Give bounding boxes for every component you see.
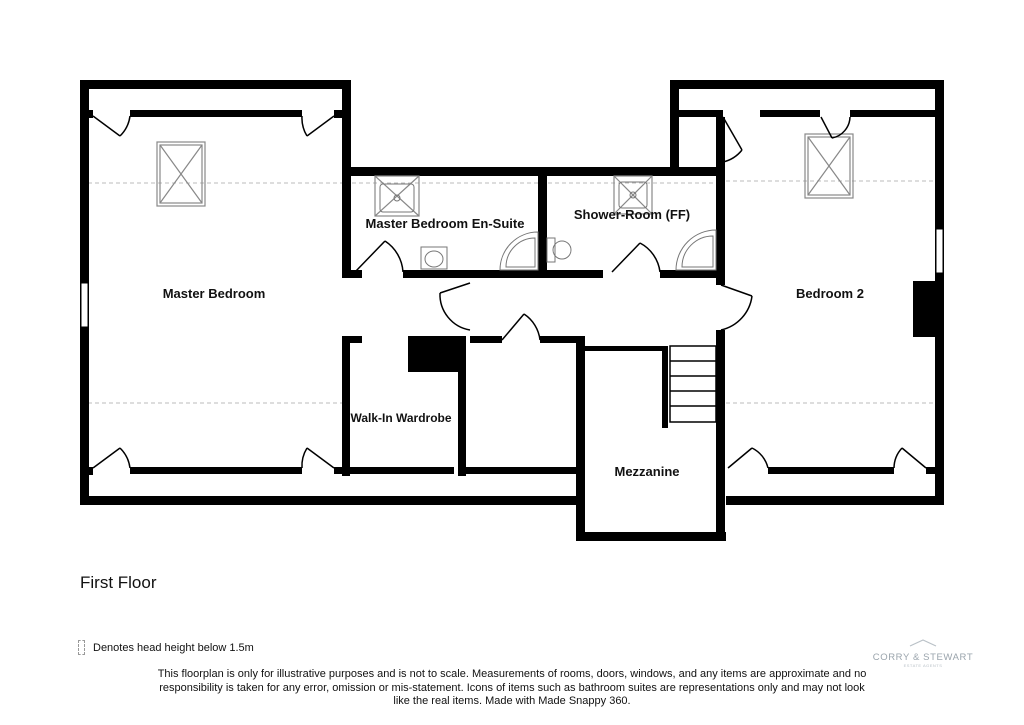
room-label-mezzanine: Mezzanine xyxy=(614,464,679,479)
skylight-icon xyxy=(156,141,206,207)
door-master-top-left xyxy=(92,115,131,137)
brand-name: CORRY & STEWART xyxy=(872,652,974,663)
door-shower-room xyxy=(611,242,661,273)
door-master-top-right xyxy=(301,115,335,137)
shower-tray-icon xyxy=(675,229,717,271)
head-height-lines xyxy=(88,180,936,404)
window-west-master xyxy=(80,282,89,328)
room-label-shower-room: Shower-Room (FF) xyxy=(574,207,690,222)
sink-icon xyxy=(420,246,448,270)
floor-plan: Master Bedroom Master Bedroom En-Suite S… xyxy=(80,80,944,541)
door-wardrobe xyxy=(501,313,541,341)
legend-text: Denotes head height below 1.5m xyxy=(93,641,254,654)
door-bedroom2 xyxy=(720,284,753,331)
disclaimer: This floorplan is only for illustrative … xyxy=(157,668,867,707)
head-height-swatch-icon xyxy=(78,640,85,655)
brand-sub: ESTATE AGENTS xyxy=(903,663,943,668)
doors xyxy=(92,115,927,469)
door-ensuite xyxy=(354,240,404,273)
door-landing xyxy=(439,282,471,331)
bathroom-fixtures xyxy=(379,181,717,271)
door-bedroom2-bottom-right xyxy=(893,447,927,469)
room-label-ensuite: Master Bedroom En-Suite xyxy=(366,216,525,231)
shower-tray-icon xyxy=(499,231,539,271)
legend: Denotes head height below 1.5m xyxy=(78,640,254,655)
door-bedroom2-topvelux xyxy=(820,116,851,139)
room-label-walk-in-wardrobe: Walk-In Wardrobe xyxy=(350,411,451,425)
door-master-bottom-right xyxy=(301,447,335,469)
door-bedroom2-top xyxy=(722,116,743,163)
window-east-bedroom2 xyxy=(935,228,944,274)
room-label-bedroom-2: Bedroom 2 xyxy=(796,286,864,301)
skylight-icon xyxy=(804,133,854,199)
room-label-master-bedroom: Master Bedroom xyxy=(163,286,266,301)
shower-head-icon xyxy=(379,181,648,213)
walls xyxy=(80,80,944,541)
stairs xyxy=(669,345,717,423)
brand-logo: CORRY & STEWART ESTATE AGENTS xyxy=(868,634,978,668)
skylight-icon xyxy=(374,175,420,217)
floor-title: First Floor xyxy=(80,573,157,592)
windows xyxy=(80,228,944,328)
door-bedroom2-bottom-left xyxy=(727,447,769,469)
house-roof-icon xyxy=(909,639,937,647)
door-master-bottom-left xyxy=(92,447,131,469)
toilet-icon xyxy=(546,237,572,263)
